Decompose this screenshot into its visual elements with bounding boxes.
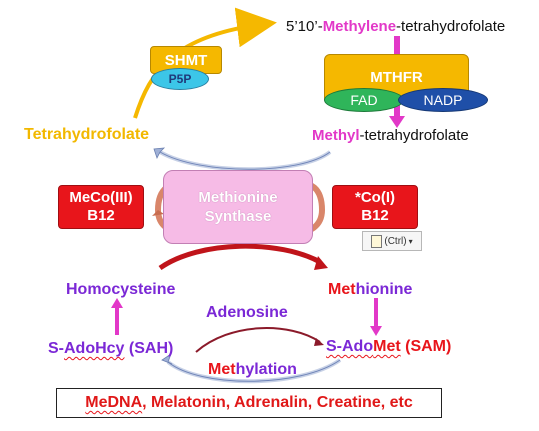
tetrahydrofolate-text: Tetrahydrofolate [24, 126, 150, 143]
sam-highlight: Met [373, 338, 401, 355]
nadp-label: NADP [423, 92, 463, 108]
methyl-thf-label: Methyl-tetrahydrofolate [312, 127, 469, 144]
methylation-products-box: MeDNA, Melatonin, Adrenalin, Creatine, e… [56, 388, 442, 418]
clipboard-icon [371, 234, 383, 248]
meco-b12-line2: B12 [87, 207, 115, 224]
sah-prefix: S- [48, 340, 64, 357]
sam-prefix: S-Ado [326, 338, 374, 355]
methionine-synthase-line1: Methionine [198, 189, 278, 206]
sam-suffix: (SAM) [400, 338, 452, 355]
adenosine-text: Adenosine [206, 304, 288, 321]
methylation-suffix: hylation [235, 361, 297, 378]
shmt-label: SHMT [164, 51, 208, 69]
nadp-cofactor-oval: NADP [398, 88, 488, 112]
dropdown-arrow-icon: ▾ [408, 236, 413, 246]
mthfr-arrow-head [389, 116, 405, 128]
adenosine-arc [195, 327, 321, 353]
folate-return-arc [159, 150, 332, 172]
sah-suffix: (SAH) [124, 340, 174, 357]
meco-b12-box: MeCo(III) B12 [58, 185, 144, 229]
products-squiggle: MeDNA [85, 394, 143, 411]
p5p-label: P5P [168, 72, 192, 86]
homocysteine-label: Homocysteine [66, 281, 175, 299]
paste-options-button[interactable]: (Ctrl) ▾ [362, 231, 422, 251]
homocysteine-text: Homocysteine [66, 281, 176, 298]
methionine-arc [158, 243, 322, 271]
sah-squiggle: AdoHcy [64, 340, 125, 357]
sam-label: S-AdoMet (SAM) [326, 338, 451, 356]
products-rest: , Melatonin, Adrenalin, Creatine, etc [142, 394, 413, 411]
meco-b12-line1: MeCo(III) [69, 189, 133, 206]
methylene-thf-suffix: -tetrahydrofolate [396, 18, 506, 35]
methionine-suffix: hionine [355, 281, 413, 298]
p5p-cofactor-oval: P5P [151, 68, 209, 90]
paste-options-label: (Ctrl) [384, 235, 407, 247]
co-b12-line1: *Co(I) [355, 189, 395, 206]
methylation-highlight: Met [208, 361, 236, 378]
methionine-highlight: Met [328, 281, 356, 298]
methylene-thf-highlight: Methylene [322, 18, 397, 35]
co-b12-line2: B12 [361, 207, 389, 224]
methionine-synthase-box: Methionine Synthase [163, 170, 313, 244]
sah-label: S-AdoHcy (SAH) [48, 340, 173, 358]
methionine-synthase-line2: Synthase [204, 208, 272, 225]
co-b12-box: *Co(I) B12 [332, 185, 418, 229]
methionine-label: Methionine [328, 281, 412, 299]
fad-cofactor-oval: FAD [324, 88, 404, 112]
methylene-thf-label: 5’10’-Methylene-tetrahydrofolate [286, 18, 505, 35]
tetrahydrofolate-label: Tetrahydrofolate [24, 126, 149, 144]
methylene-thf-prefix: 5’10’- [286, 18, 323, 35]
fad-label: FAD [350, 92, 378, 108]
mthfr-label: MTHFR [370, 69, 423, 86]
methylation-label: Methylation [208, 361, 297, 379]
methyl-thf-highlight: Methyl [312, 127, 360, 144]
adenosine-label: Adenosine [206, 304, 288, 322]
methyl-thf-suffix: -tetrahydrofolate [359, 127, 469, 144]
